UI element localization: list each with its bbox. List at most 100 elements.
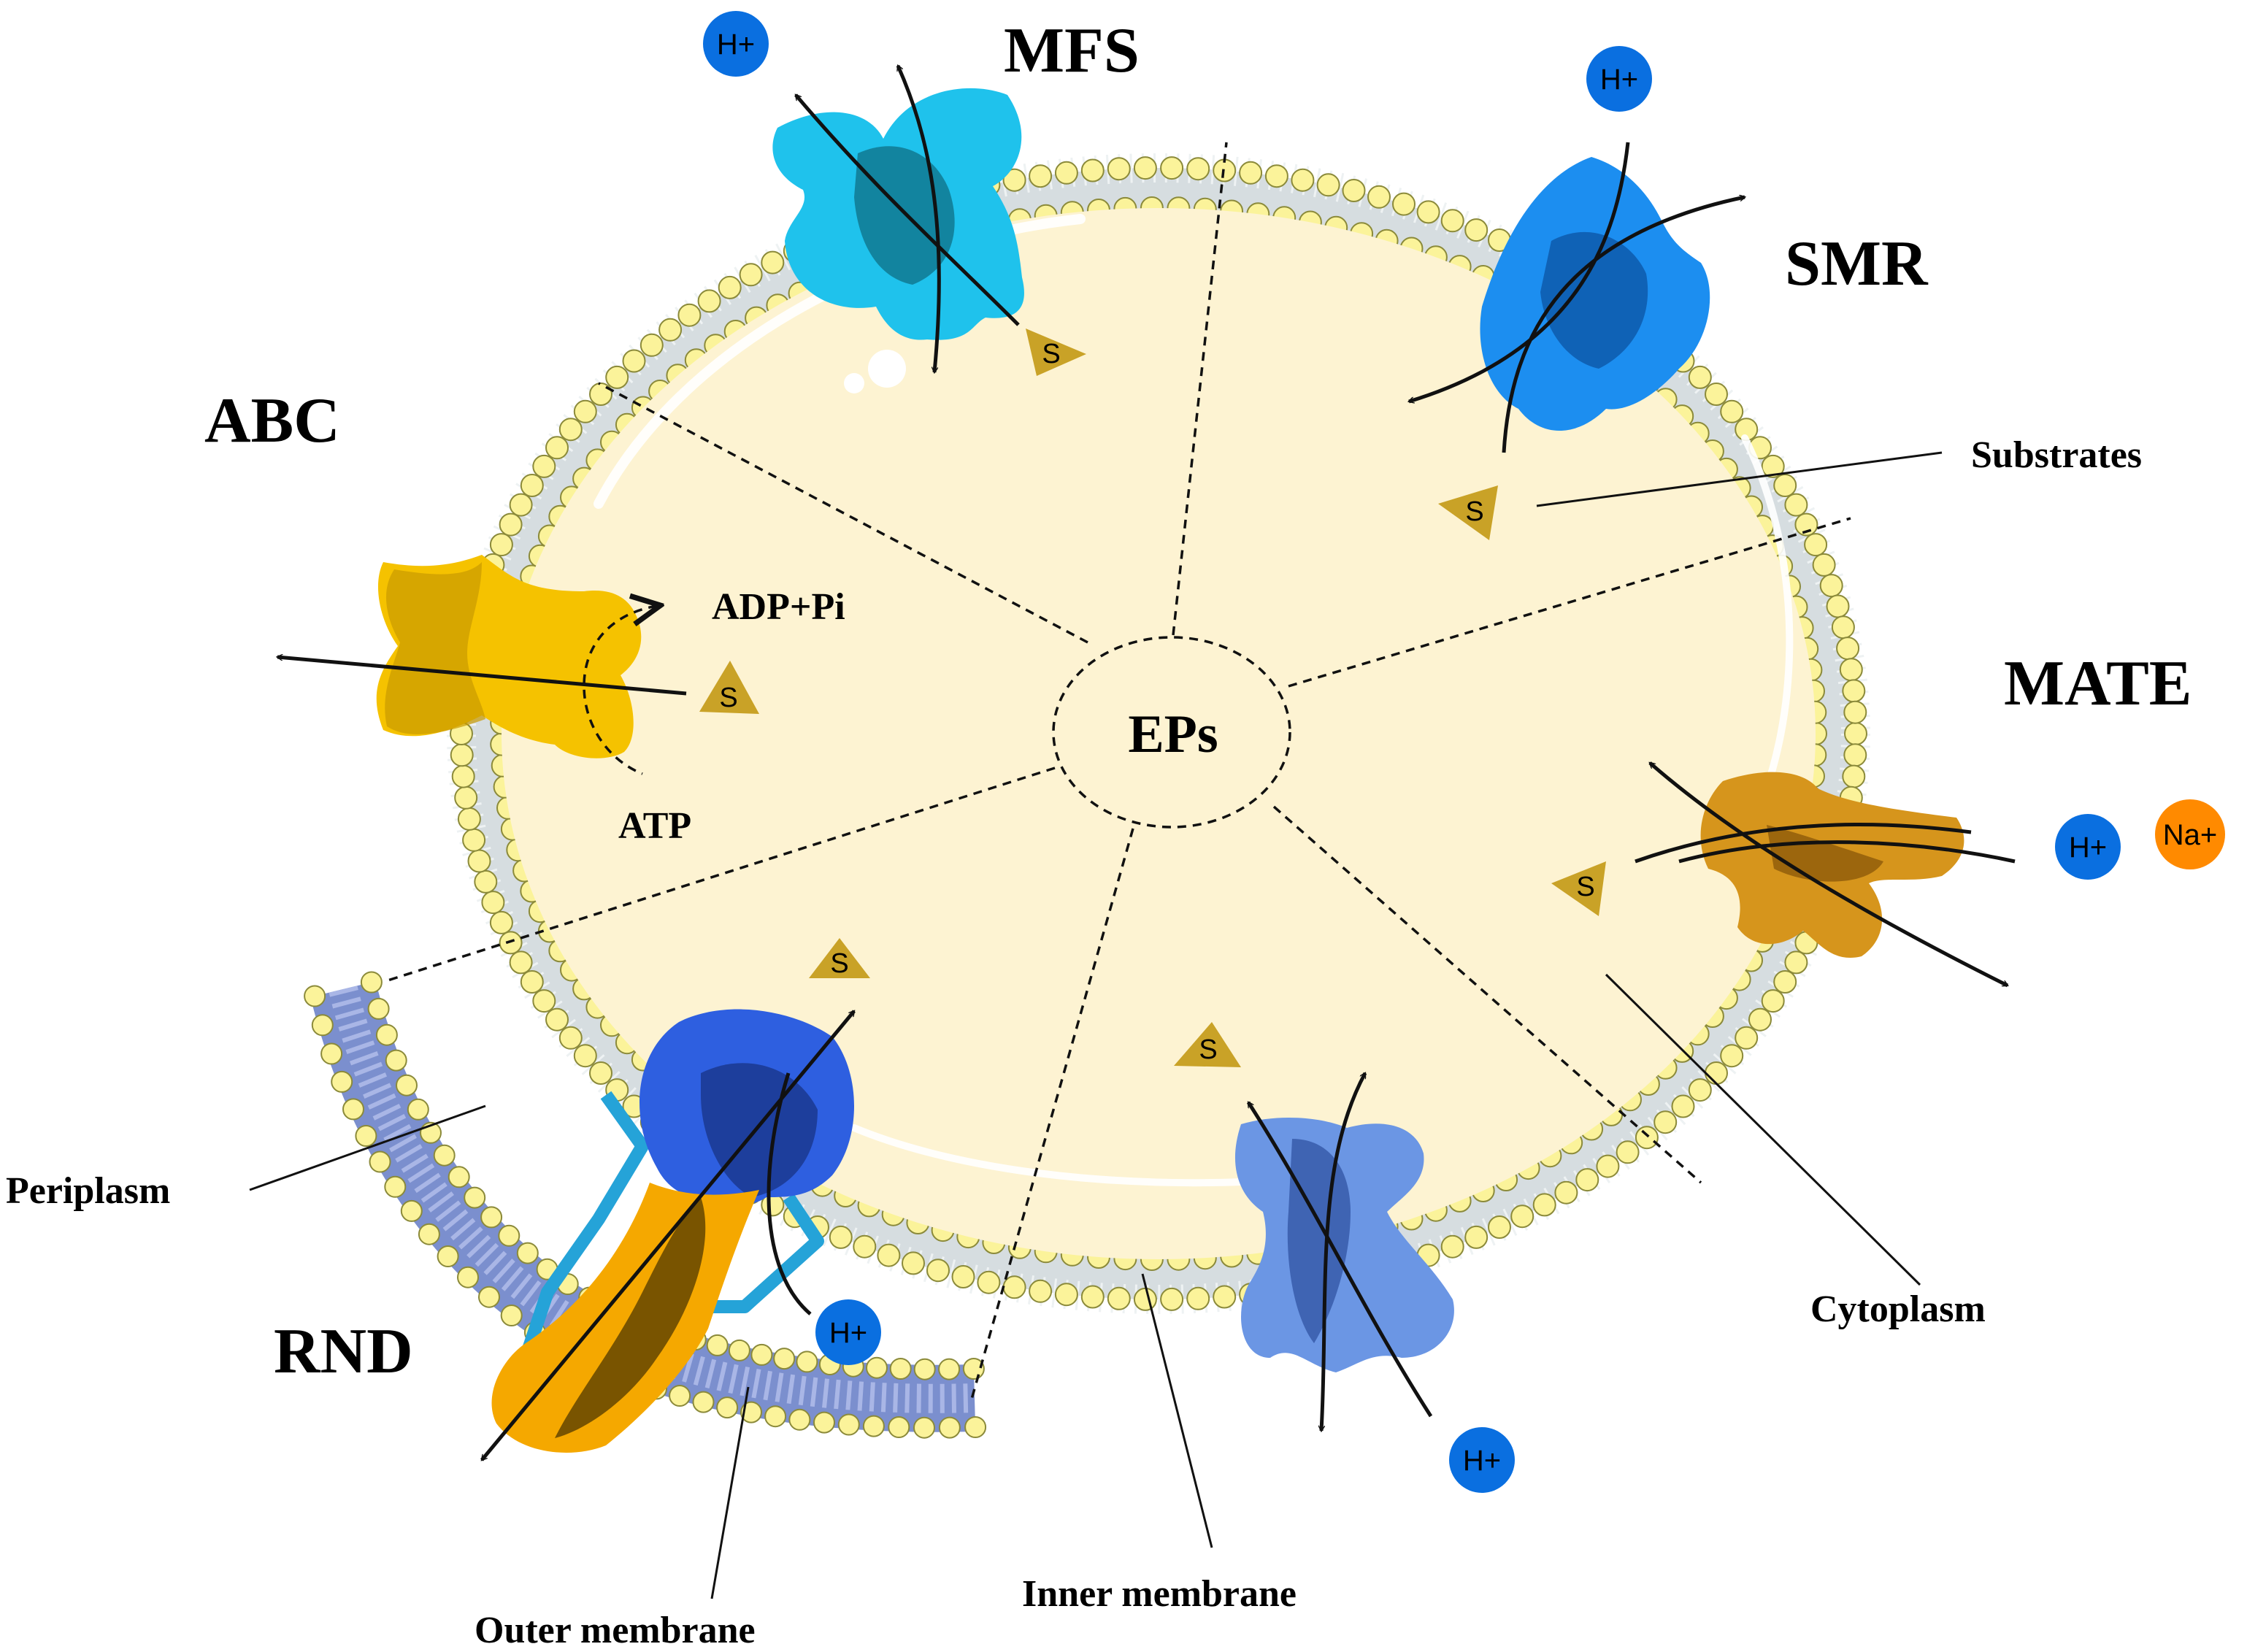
lipid-head (360, 971, 383, 994)
lipid-head (1784, 493, 1808, 517)
lipid-head (499, 931, 523, 955)
lipid-head (1440, 209, 1464, 233)
abc-transporter (277, 555, 687, 775)
mate-transporter (1635, 761, 2016, 988)
lipid-head (1316, 173, 1340, 197)
lipid-head (1367, 185, 1391, 209)
periplasm-label: Periplasm (6, 1170, 170, 1212)
substrates-label: Substrates (1971, 434, 2142, 476)
lipid-head (1705, 383, 1728, 406)
lipid-head (532, 454, 556, 478)
lipid-head (1596, 1154, 1620, 1178)
periplasm-leader (249, 1104, 486, 1191)
lipid-head (1705, 1061, 1728, 1085)
lipid-head (926, 1259, 950, 1283)
substrate-mfs: S (1026, 329, 1086, 376)
lipid-head (367, 997, 390, 1020)
proton-badge-mate: H+ (2055, 814, 2121, 880)
svg-text:H+: H+ (717, 28, 755, 61)
lipid-head (545, 436, 569, 460)
lipid-head (1843, 700, 1867, 724)
svg-text:S: S (830, 948, 848, 979)
lipid-head (355, 1125, 377, 1147)
proton-badge-rnd: H+ (815, 1299, 881, 1365)
inner-membrane-leader (1141, 1273, 1213, 1548)
lipid-head (1735, 1026, 1759, 1050)
lipid-head (739, 263, 763, 287)
substrate-abc: S (699, 661, 759, 714)
lipid-head (813, 1411, 835, 1434)
rnd-transporter (480, 1009, 856, 1460)
lipid-head (1688, 1078, 1712, 1102)
center-eps: EPs (1052, 636, 1291, 829)
lipid-head (1002, 168, 1026, 192)
lipid-head (500, 1305, 523, 1326)
lipid-head (1794, 512, 1818, 537)
lipid-head (1186, 157, 1210, 181)
lipid-head (478, 1286, 500, 1308)
substrate-rnd: S (809, 938, 870, 979)
lipid-head (437, 1245, 459, 1267)
lipid-head (589, 1061, 612, 1085)
lipid-head (573, 399, 597, 423)
cytoplasm-label: Cytoplasm (1810, 1288, 1986, 1330)
sector-dividers (383, 142, 1851, 1402)
lipid-head (450, 743, 474, 767)
lipid-head (589, 383, 612, 406)
svg-text:H+: H+ (1600, 64, 1638, 96)
lipid-head (1748, 1007, 1772, 1031)
lipid-head (1826, 594, 1850, 618)
lipid-head (1831, 615, 1855, 639)
lipid-head (396, 1074, 418, 1096)
outer-membrane-leader (710, 1386, 750, 1599)
outer-membrane-label: Outer membrane (475, 1610, 756, 1651)
lipid-head (331, 1070, 353, 1093)
lipid-head (1160, 156, 1184, 180)
lipid-head (1819, 574, 1843, 598)
svg-text:Na+: Na+ (2163, 819, 2218, 851)
substrate-mate: S (1551, 861, 1606, 916)
substrate-substrates: S (1438, 485, 1498, 540)
lipid-head (1773, 970, 1797, 994)
lipid-head (418, 1223, 440, 1245)
lipid-head (913, 1358, 936, 1380)
lipid-head (1761, 454, 1785, 478)
lipid-head (1812, 553, 1836, 577)
lipid-head (1054, 161, 1078, 185)
lipid-head (558, 418, 583, 442)
lipid-head (1653, 1110, 1678, 1134)
svg-text:H+: H+ (2069, 831, 2107, 864)
center-label: EPs (1128, 704, 1218, 764)
lipid-head (481, 891, 505, 915)
mfs-label: MFS (1004, 15, 1140, 86)
lipid-head (1029, 164, 1053, 188)
lipid-head (1532, 1193, 1556, 1217)
lipid-head (1635, 1126, 1659, 1150)
lipid-head (498, 1224, 521, 1247)
lipid-head (474, 869, 498, 894)
lipid-head (1440, 1234, 1464, 1259)
lipid-head (384, 1175, 407, 1198)
lipid-head (889, 1358, 912, 1380)
lipid-head (385, 1049, 407, 1072)
lipid-head (658, 318, 683, 342)
lipid-head (761, 250, 785, 274)
smr-transporter (1409, 142, 1745, 453)
lipid-head (1342, 179, 1366, 202)
lipid-head (716, 1396, 739, 1419)
lipid-head (1464, 1225, 1489, 1249)
lipid-head (837, 1413, 860, 1436)
lipid-head (888, 1416, 910, 1438)
svg-text:S: S (1199, 1034, 1217, 1065)
lipid-head (464, 1186, 486, 1209)
lipid-head (1080, 1285, 1105, 1309)
mate-label: MATE (2004, 648, 2192, 719)
sodium-badge-mate: Na+ (2155, 799, 2225, 869)
lipid-head (1839, 658, 1863, 682)
lipid-head (728, 1339, 750, 1361)
lipid-head (1239, 161, 1263, 185)
lipid-head (407, 1098, 429, 1121)
lipid-head (499, 512, 523, 537)
lipid-head (1464, 218, 1489, 242)
